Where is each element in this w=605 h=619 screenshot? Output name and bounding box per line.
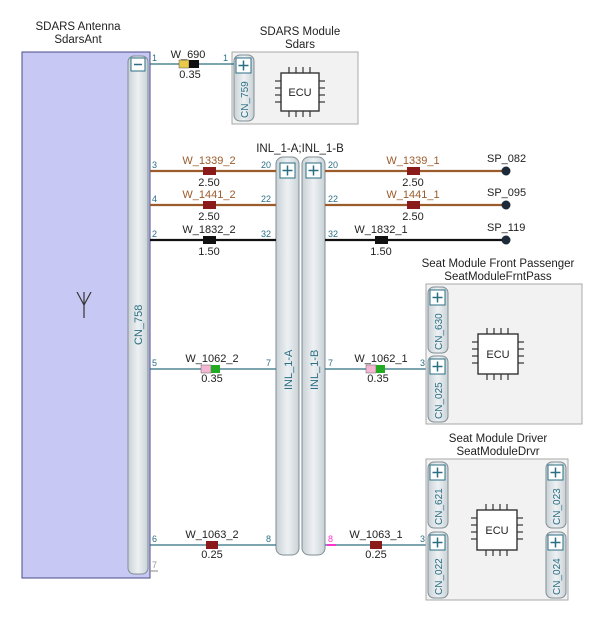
wire-label-w-1441-2: W_1441_2 — [182, 189, 235, 201]
driver-ecu-icon — [471, 504, 523, 556]
inline-title: INL_1-A;INL_1-B — [256, 143, 344, 155]
wire-gauge: 2.50 — [198, 177, 219, 189]
inl-1-b-expand-icon[interactable] — [305, 162, 322, 179]
cn-630-expand-icon[interactable] — [429, 289, 446, 306]
pin-label: 7 — [266, 358, 271, 368]
splice-sp-119[interactable] — [501, 235, 511, 245]
wire-gauge: 2.50 — [402, 211, 423, 223]
wire-w-1441-2[interactable] — [150, 201, 276, 209]
cn-758-collapse-icon[interactable] — [130, 57, 146, 72]
front-passenger-ecu-icon — [472, 328, 524, 380]
front-passenger-title: Seat Module Front Passenger — [422, 258, 575, 270]
wire-label-w-1062-2: W_1062_2 — [185, 353, 238, 365]
wire-w-690[interactable] — [150, 59, 234, 69]
pin-label-highlighted: 8 — [328, 534, 333, 544]
wire-gauge: 0.25 — [201, 549, 222, 561]
inl-1-b-label: INL_1-B — [309, 350, 321, 390]
cn-022-label: CN_022 — [434, 558, 445, 595]
wire-gauge: 1.50 — [198, 246, 219, 258]
splice-label: SP_119 — [487, 222, 525, 234]
cn-024-label: CN_024 — [552, 558, 563, 595]
pin-label: 32 — [328, 229, 338, 239]
pin-label: 6 — [152, 534, 157, 544]
cn-025-label: CN_025 — [434, 382, 445, 419]
cn-758-label: CN_758 — [133, 305, 145, 345]
wire-label-w-1441-1: W_1441_1 — [386, 189, 439, 201]
wire-label-w-1062-1: W_1062_1 — [354, 353, 407, 365]
wire-w-1832-1[interactable] — [325, 236, 505, 244]
wire-w-1063-2[interactable] — [150, 541, 276, 549]
cn-023-label: CN_023 — [552, 488, 563, 525]
splice-label: SP_082 — [487, 153, 526, 165]
antenna-icon — [76, 291, 92, 318]
front-passenger-ecu-label: ECU — [486, 349, 509, 361]
driver-ecu-label: ECU — [485, 525, 508, 537]
cn-025-expand-icon[interactable] — [429, 358, 446, 375]
sdars-ecu-label: ECU — [288, 87, 311, 99]
cn-621-expand-icon[interactable] — [429, 464, 446, 481]
antenna-subtitle: SdarsAnt — [54, 34, 102, 46]
pin-label: 1 — [152, 53, 157, 63]
wire-gauge: 0.35 — [201, 373, 222, 385]
wire-label-w-1832-1: W_1832_1 — [354, 224, 407, 236]
cn-758-connector[interactable] — [127, 55, 149, 575]
cn-022-expand-icon[interactable] — [429, 534, 446, 551]
cn-759-expand-icon[interactable] — [235, 57, 252, 74]
driver-title: Seat Module Driver — [449, 433, 548, 445]
wire-gauge: 1.50 — [370, 246, 391, 258]
pin-label: 20 — [328, 160, 338, 170]
inl-1-a-connector[interactable] — [275, 156, 300, 556]
pin-label: 5 — [152, 358, 157, 368]
wire-gauge: 2.50 — [402, 177, 423, 189]
wire-gauge: 2.50 — [198, 211, 219, 223]
wire-w-1832-2[interactable] — [150, 236, 276, 244]
wire-gauge: 0.25 — [365, 549, 386, 561]
wire-w-1339-1[interactable] — [325, 167, 505, 175]
wire-label-w-1339-1: W_1339_1 — [386, 155, 439, 167]
pin-label: 4 — [152, 194, 157, 204]
sdars-module-subtitle: Sdars — [285, 39, 315, 51]
wire-label-w-690: W_690 — [171, 49, 206, 61]
pin-label: 3 — [420, 358, 425, 368]
wire-w-1063-1[interactable] — [325, 541, 428, 549]
cn-621-label: CN_621 — [434, 488, 445, 525]
pin-label: 20 — [261, 160, 271, 170]
inl-1-a-label: INL_1-A — [283, 349, 295, 390]
antenna-title: SDARS Antenna — [35, 21, 121, 33]
cn-759-label: CN_759 — [240, 81, 251, 118]
wire-w-1062-2[interactable] — [150, 364, 276, 374]
wire-label-w-1832-2: W_1832_2 — [182, 224, 235, 236]
splice-label: SP_095 — [487, 187, 526, 199]
sdars-ecu-icon — [275, 67, 325, 117]
wire-w-1441-1[interactable] — [325, 201, 505, 209]
pin-label: 8 — [266, 534, 271, 544]
pin-label: 7 — [328, 358, 333, 368]
pin-label: 2 — [152, 229, 157, 239]
splice-sp-082[interactable] — [501, 166, 511, 176]
cn-023-expand-icon[interactable] — [547, 464, 564, 481]
pin-label: 22 — [261, 194, 271, 204]
wire-label-w-1063-1: W_1063_1 — [349, 529, 402, 541]
wire-w-1062-1[interactable] — [325, 364, 428, 374]
pin-label: 3 — [420, 534, 425, 544]
wire-gauge: 0.35 — [367, 373, 388, 385]
pin-label: 1 — [223, 53, 228, 63]
inl-1-b-connector[interactable] — [301, 156, 326, 556]
splice-sp-095[interactable] — [501, 200, 511, 210]
pin-label: 3 — [152, 160, 157, 170]
driver-subtitle: SeatModuleDrvr — [456, 446, 539, 458]
pin-label: 22 — [328, 194, 338, 204]
wire-w-1339-2[interactable] — [150, 167, 276, 175]
wire-label-w-1063-2: W_1063_2 — [185, 529, 238, 541]
cn-024-expand-icon[interactable] — [547, 534, 564, 551]
pin-label: 7 — [152, 560, 157, 570]
sdars-module-title: SDARS Module — [260, 26, 341, 38]
pin-label: 32 — [261, 229, 271, 239]
inl-1-a-expand-icon[interactable] — [279, 162, 296, 179]
wire-label-w-1339-2: W_1339_2 — [182, 155, 235, 167]
cn-630-label: CN_630 — [434, 313, 445, 350]
front-passenger-subtitle: SeatModuleFrntPass — [444, 271, 552, 283]
wire-gauge: 0.35 — [179, 69, 200, 81]
